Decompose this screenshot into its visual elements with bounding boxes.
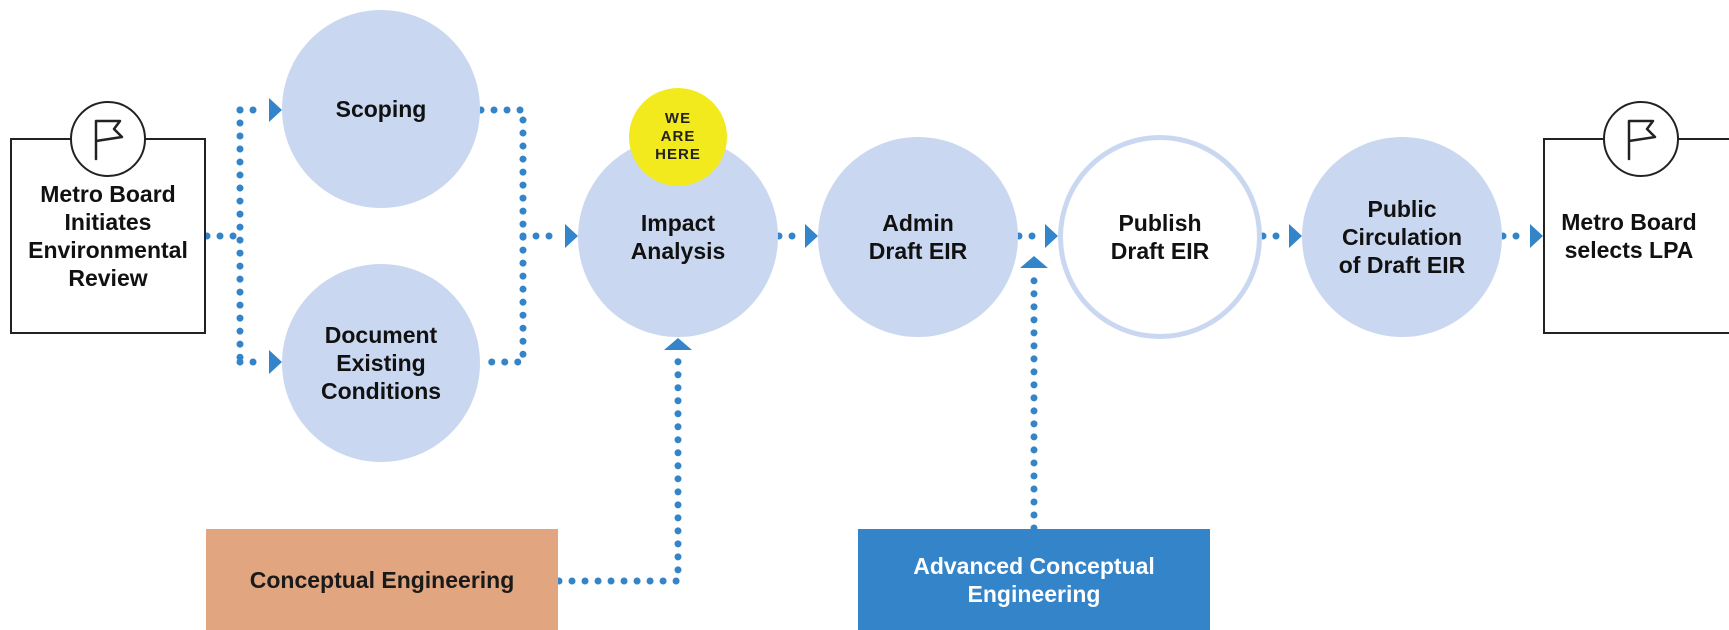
arrow-to-impact	[565, 224, 578, 248]
arrow-advanced-engineering	[1020, 256, 1048, 268]
arrow-conceptual-engineering	[664, 338, 692, 350]
connector-conceptual-engineering	[555, 348, 682, 585]
arrow-to-end	[1530, 224, 1543, 248]
arrow-to-publish	[1045, 224, 1058, 248]
connector-merge	[477, 106, 527, 366]
arrow-to-circulation	[1289, 224, 1302, 248]
arrow-to-scoping	[269, 98, 282, 122]
arrow-to-admin	[805, 224, 818, 248]
arrow-to-existing	[269, 350, 282, 374]
